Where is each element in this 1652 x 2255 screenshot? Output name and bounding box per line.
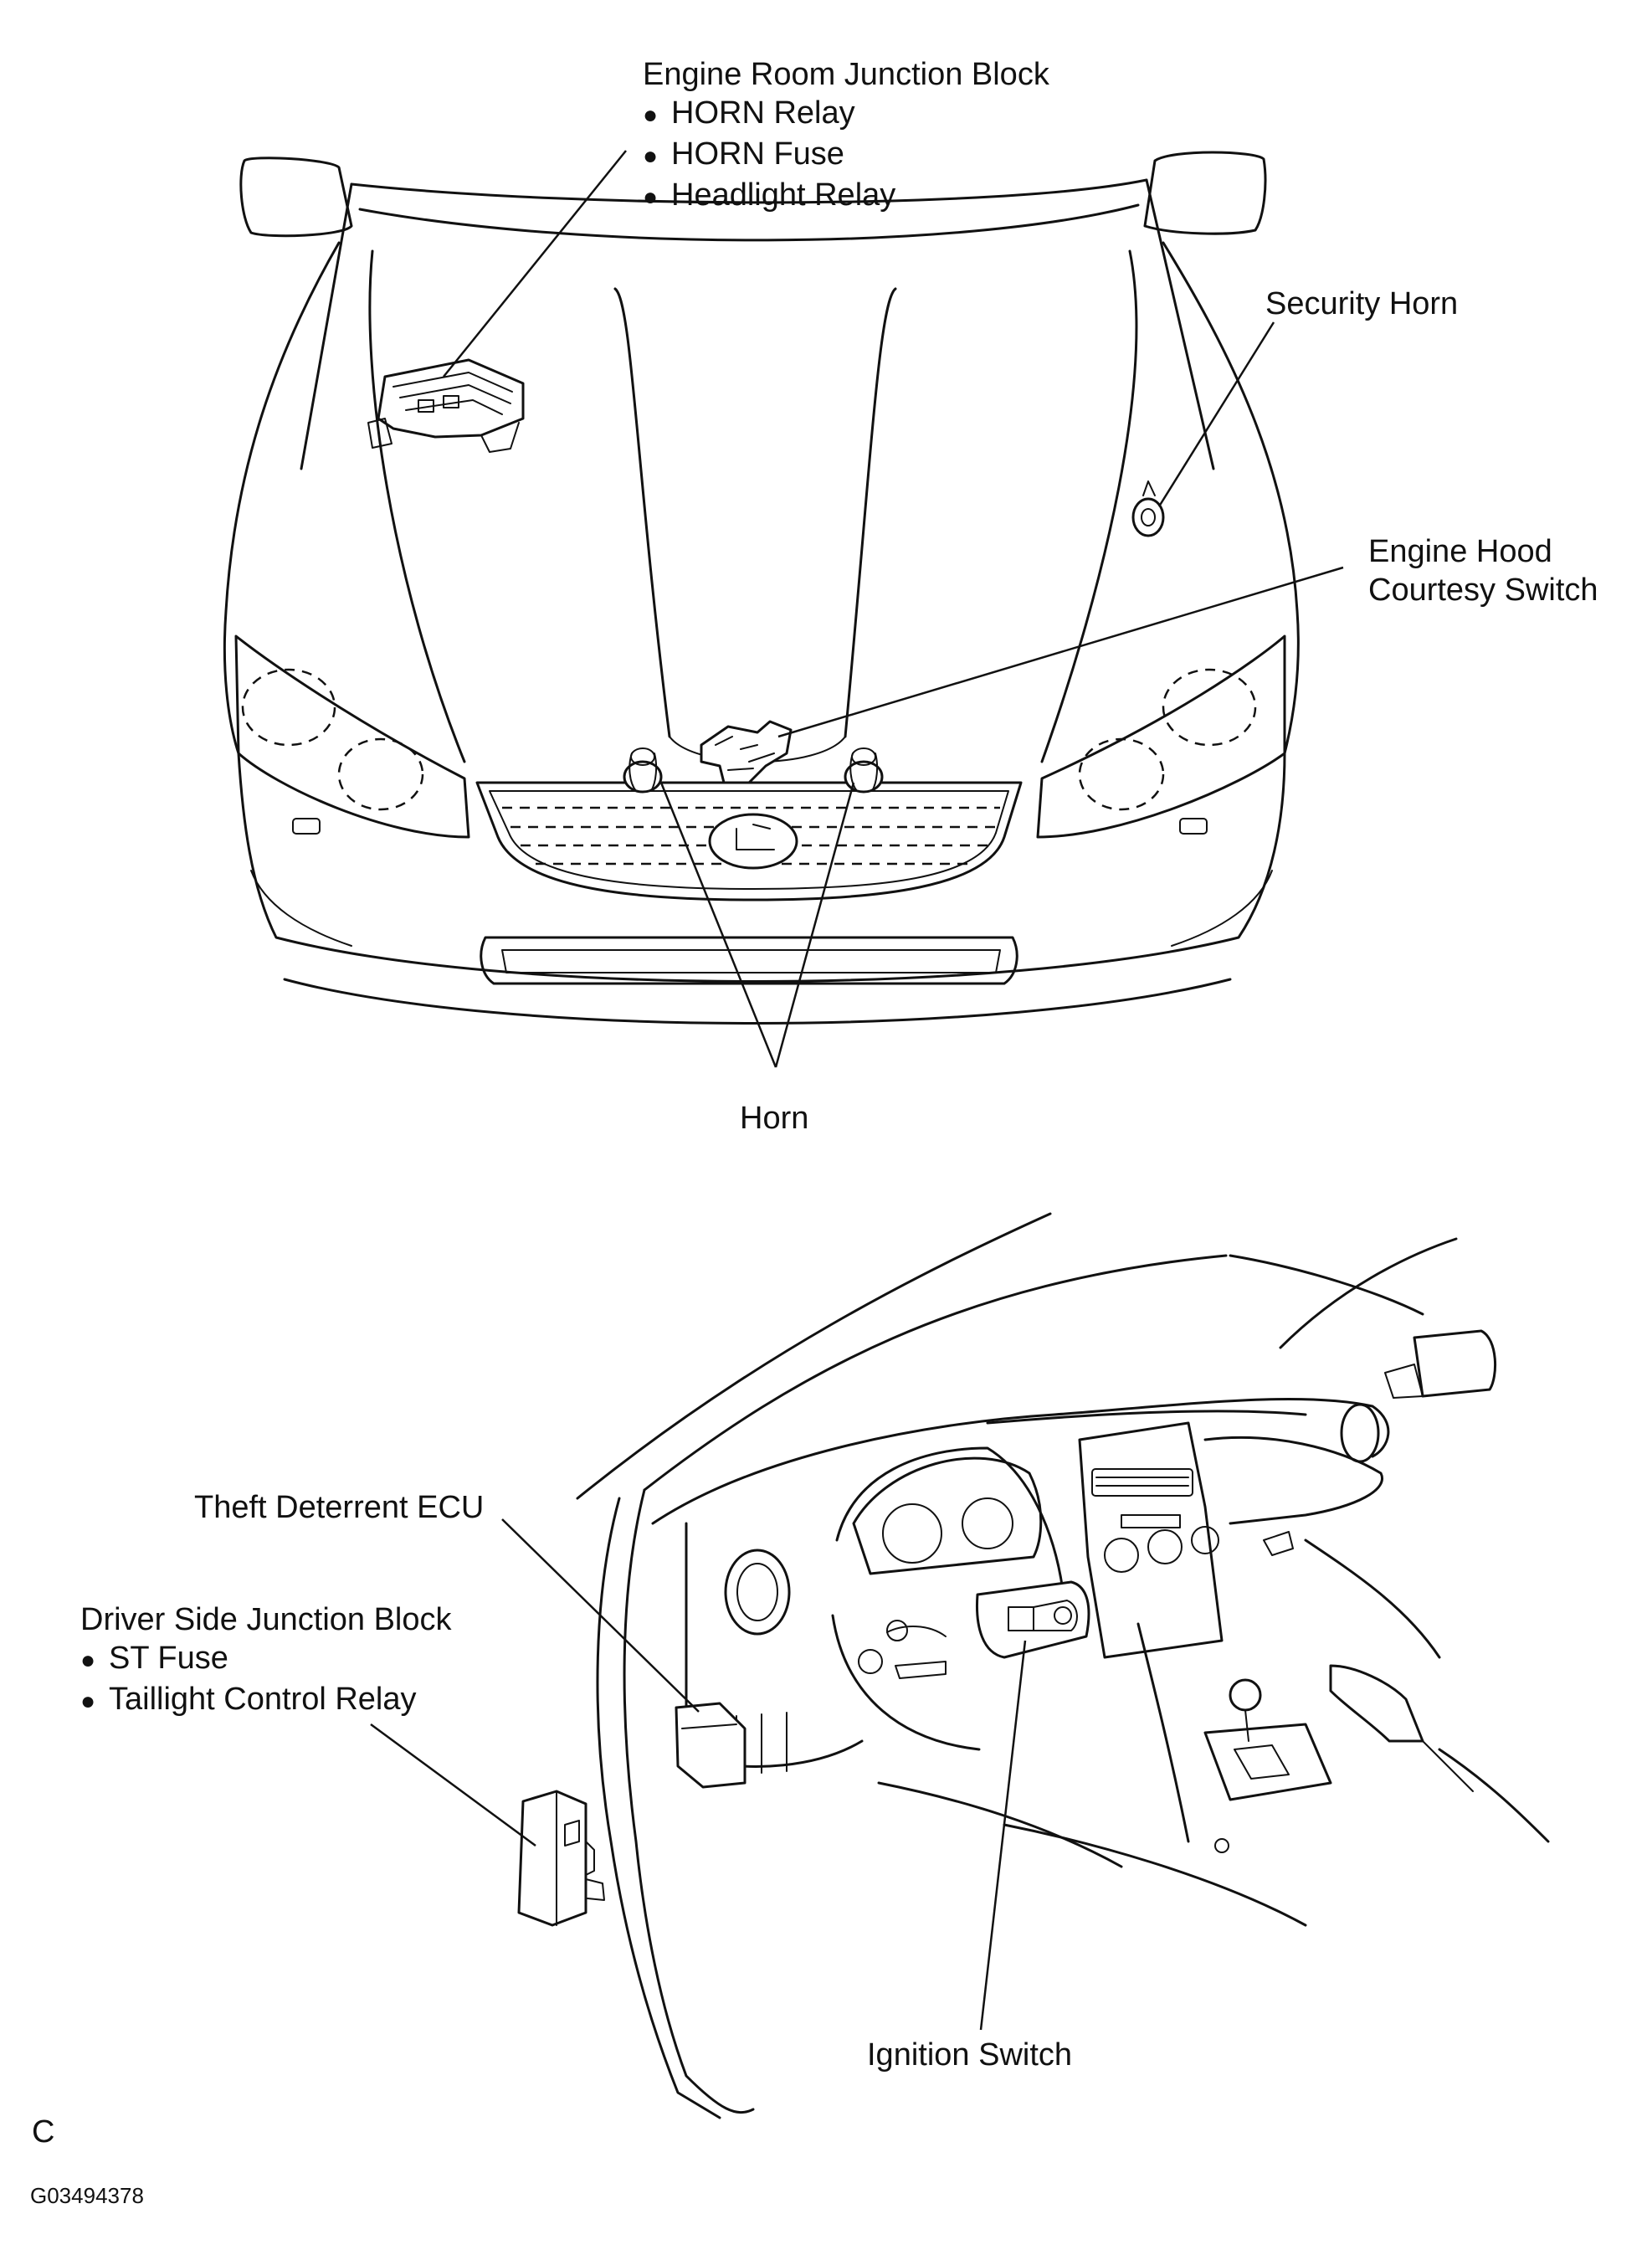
driver-jb-title: Driver Side Junction Block [80, 1602, 452, 1637]
leader-horn-left [659, 782, 777, 1068]
leader-security-horn [1157, 321, 1275, 507]
ignition-switch [975, 1580, 1090, 1659]
driver-jb-item: ●Taillight Control Relay [80, 1682, 417, 1717]
car-front-view [223, 150, 1344, 1068]
figure-code: G03494378 [30, 2183, 144, 2208]
footer-letter: C [32, 2114, 55, 2150]
right-mirror [1143, 151, 1267, 235]
label-horn: Horn [740, 1101, 809, 1136]
shift-lever [1203, 1678, 1332, 1801]
left-mirror [239, 157, 353, 238]
door-mirror [1413, 1329, 1497, 1398]
leader-driver-jb [370, 1723, 536, 1847]
theft-deterrent-ecu [675, 1702, 746, 1789]
engine-room-jb-item: ●HORN Relay [643, 95, 855, 131]
engine-room-jb-title: Engine Room Junction Block [643, 57, 1049, 92]
leader-ignition-switch [979, 1640, 1027, 2031]
label-engine-hood-courtesy-switch: Engine Hood Courtesy Switch [1368, 534, 1598, 608]
left-horn [623, 747, 663, 794]
label-security-horn: Security Horn [1265, 286, 1459, 321]
right-headlight [1036, 634, 1286, 839]
interior-view [370, 1212, 1550, 2119]
label-engine-room-junction-block: Engine Room Junction Block ●HORN Relay ●… [643, 55, 1049, 217]
driver-side-junction-block [517, 1790, 605, 1927]
engine-room-jb-item: ●Headlight Relay [643, 177, 896, 213]
label-theft-deterrent-ecu: Theft Deterrent ECU [194, 1490, 485, 1525]
label-driver-side-junction-block: Driver Side Junction Block ●ST Fuse ●Tai… [80, 1600, 452, 1721]
right-horn [844, 747, 884, 794]
leader-horn-right [774, 782, 855, 1068]
leader-hood-switch [777, 566, 1344, 738]
driver-jb-item: ●ST Fuse [80, 1641, 228, 1676]
hood-courtesy-switch [700, 720, 793, 784]
security-horn [1131, 480, 1165, 537]
grille [475, 781, 1023, 901]
leader-theft-ecu [501, 1518, 700, 1713]
engine-room-jb-item: ●HORN Fuse [643, 136, 844, 172]
leader-engine-room-jb [443, 150, 627, 378]
left-headlight [234, 634, 470, 839]
engine-room-junction-block [367, 358, 525, 453]
label-ignition-switch: Ignition Switch [867, 2037, 1073, 2073]
